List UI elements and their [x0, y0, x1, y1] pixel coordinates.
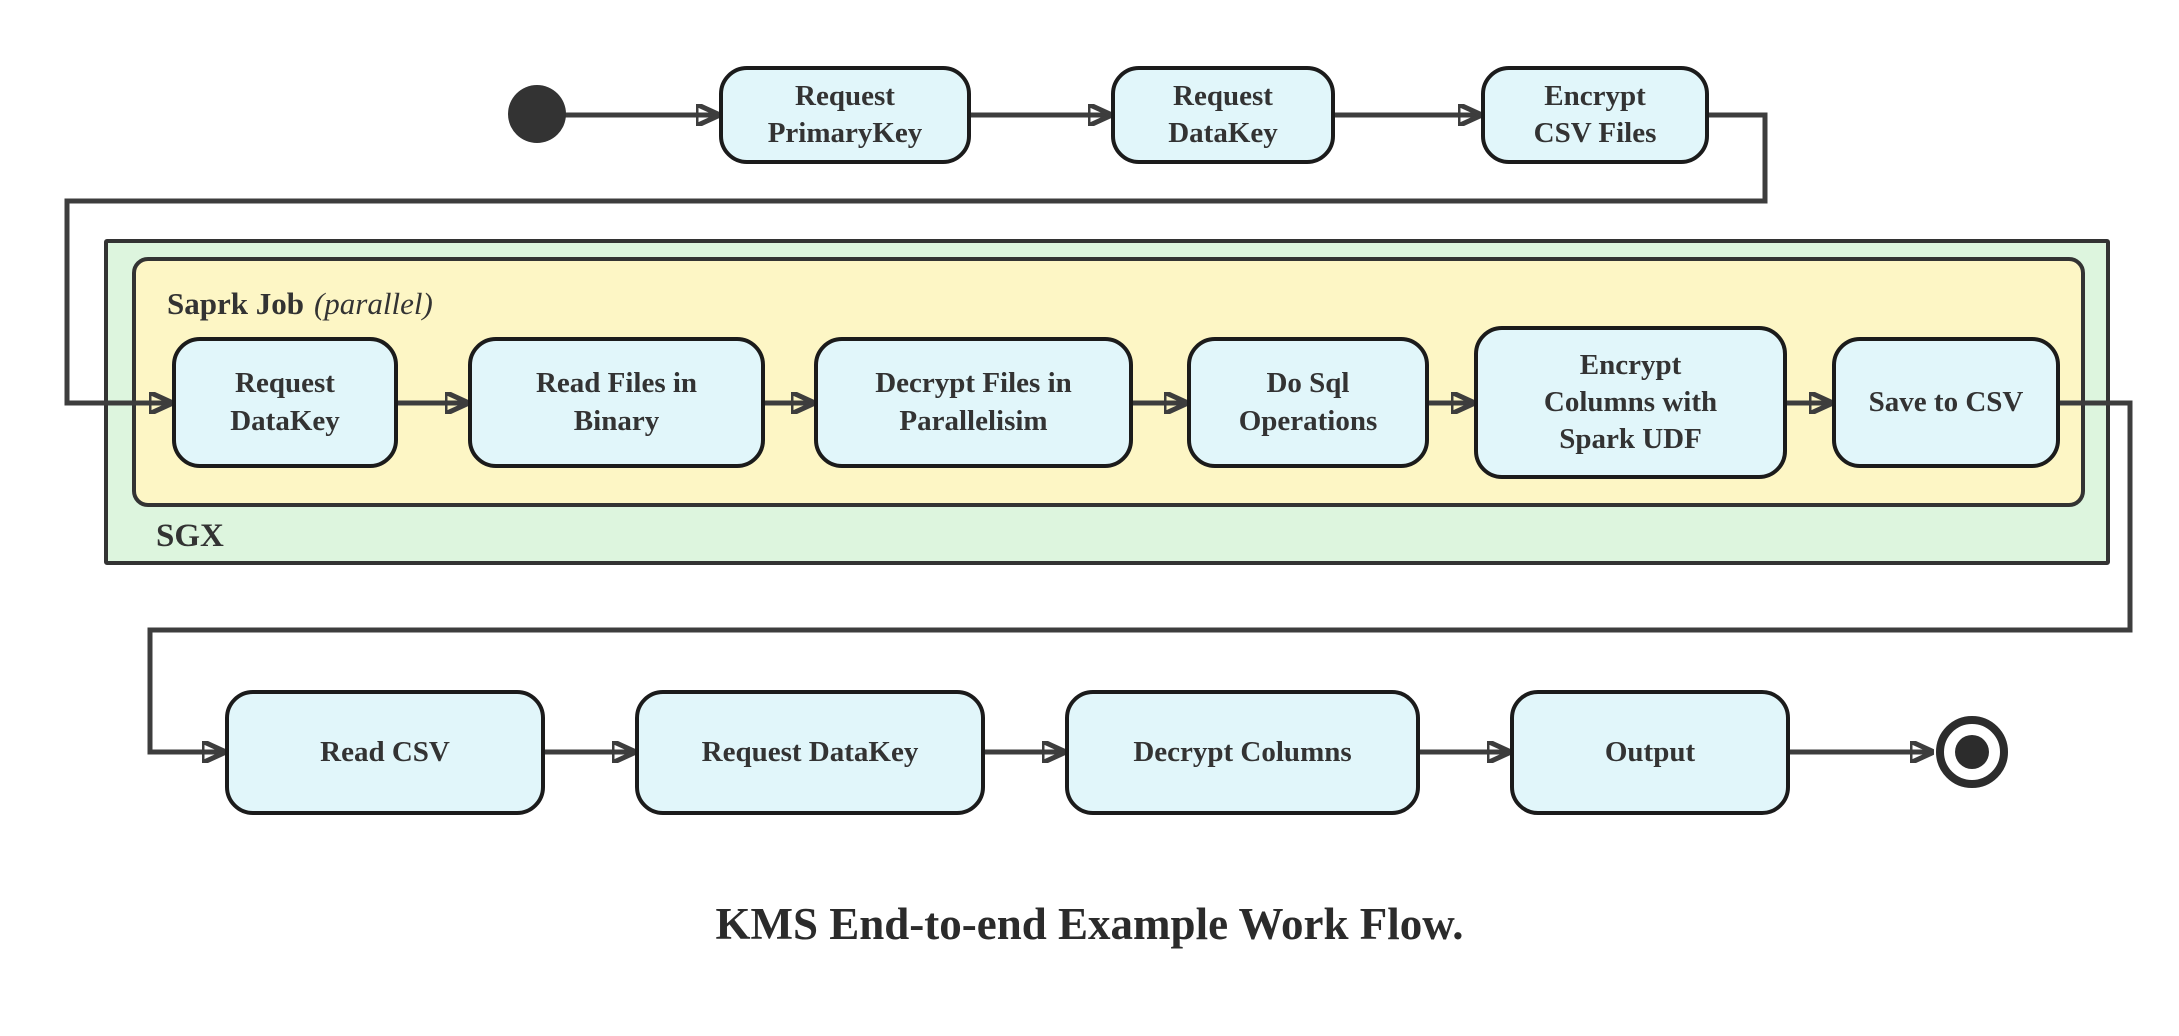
edge-save-csv-to-read-csv — [147, 400, 2133, 752]
node-decrypt-files-in-parallelisim: Decrypt Files in Parallelisim — [814, 337, 1133, 468]
node-spark-request-datakey: Request DataKey — [172, 337, 398, 468]
node-label: Decrypt Columns — [1133, 735, 1352, 768]
node-label: Read CSV — [320, 735, 450, 768]
node-label: Encrypt Columns with Spark UDF — [1543, 348, 1718, 456]
node-label: Encrypt CSV Files — [1533, 79, 1657, 149]
node-label: Request DataKey — [230, 367, 340, 437]
node-encrypt-columns-with-spark-udf: Encrypt Columns with Spark UDF — [1474, 326, 1787, 479]
spark-job-container-label: Saprk Job (parallel) — [167, 286, 433, 322]
node-encrypt-csv-files: Encrypt CSV Files — [1481, 66, 1709, 164]
end-state-icon — [1936, 716, 2008, 788]
node-label: Read Files in Binary — [535, 367, 698, 437]
node-save-to-csv: Save to CSV — [1832, 337, 2060, 468]
node-read-csv: Read CSV — [225, 690, 545, 815]
sgx-container-label: SGX — [156, 518, 224, 554]
node-decrypt-columns: Decrypt Columns — [1065, 690, 1420, 815]
node-label: Save to CSV — [1868, 385, 2024, 418]
node-read-files-in-binary: Read Files in Binary — [468, 337, 765, 468]
node-label: Do Sql Operations — [1238, 367, 1378, 437]
node-label: Request PrimaryKey — [767, 79, 923, 149]
node-label: Request DataKey — [701, 735, 919, 768]
spark-job-label-text: Saprk Job — [167, 286, 304, 321]
node-do-sql-operations: Do Sql Operations — [1187, 337, 1429, 468]
spark-job-label-qualifier: (parallel) — [313, 286, 433, 321]
diagram-title: KMS End-to-end Example Work Flow. — [715, 899, 1464, 949]
node-label: Decrypt Files in Parallelisim — [875, 367, 1072, 437]
start-state-icon — [508, 85, 566, 143]
node-label: Request DataKey — [1168, 79, 1278, 149]
end-state-inner-dot — [1955, 735, 1989, 769]
node-output: Output — [1510, 690, 1790, 815]
node-request-datakey-bottom: Request DataKey — [635, 690, 985, 815]
node-request-primarykey: Request PrimaryKey — [719, 66, 971, 164]
node-request-datakey-top: Request DataKey — [1111, 66, 1335, 164]
edge-encrypt-csv-to-spark-request-datakey — [64, 112, 1768, 403]
node-label: Output — [1604, 735, 1696, 768]
